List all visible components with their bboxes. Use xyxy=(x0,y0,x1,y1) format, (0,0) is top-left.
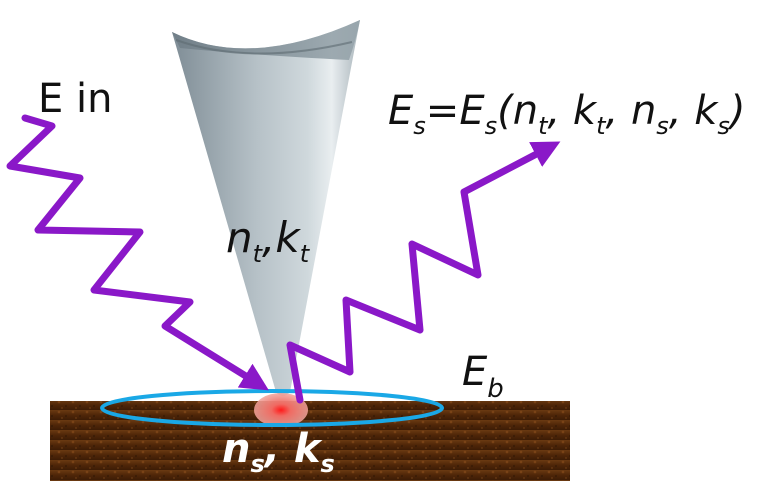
eq-lhs: E xyxy=(388,88,414,134)
svg-text:Es=Es(nt, kt, ns, ks): Es=Es(nt, kt, ns, ks) xyxy=(388,88,746,140)
eq-sub-t2: t xyxy=(596,112,607,140)
eq-sep2: , n xyxy=(606,88,657,134)
eq-sep1: , k xyxy=(548,88,598,134)
sample-constants-label: ns, ks xyxy=(222,426,335,478)
svg-text:nt,kt: nt,kt xyxy=(226,213,311,268)
scattered-field-label: Es=Es(nt, kt, ns, ks) xyxy=(388,88,746,140)
eq-sub-s2: s xyxy=(717,112,730,140)
incident-wave-arrow xyxy=(6,114,269,391)
tip-constants-label: nt,kt xyxy=(226,213,311,268)
eq-equals: =E xyxy=(426,88,486,134)
sample-substrate xyxy=(50,401,570,481)
near-field-hotspot xyxy=(254,393,308,427)
eq-sub-s1: s xyxy=(656,112,669,140)
background-field-label: Eb xyxy=(462,349,504,404)
background-field-ring xyxy=(100,389,444,427)
svg-text:ns, ks: ns, ks xyxy=(222,426,335,478)
eq-sep3: , k xyxy=(669,88,719,134)
eq-lhs-sub: s xyxy=(413,112,426,140)
incident-field-label: E in xyxy=(38,76,112,122)
probe-tip xyxy=(172,20,360,396)
scattered-wave-arrow xyxy=(286,141,561,404)
eq-close: ) xyxy=(727,88,746,134)
svg-text:Eb: Eb xyxy=(462,349,504,404)
eq-sub-t1: t xyxy=(538,112,549,140)
eq-rhs-sub: s xyxy=(485,112,498,140)
eq-open: (n xyxy=(497,88,538,134)
